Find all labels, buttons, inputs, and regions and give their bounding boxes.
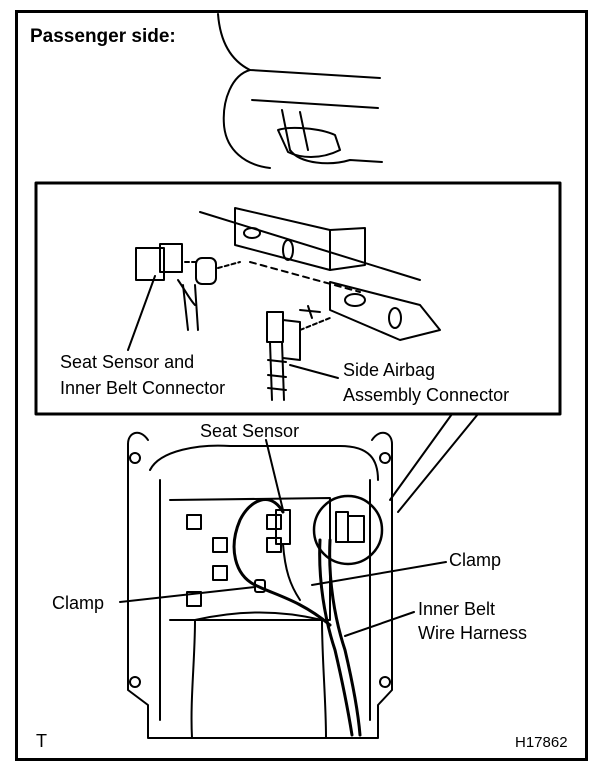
inner-belt-harness-label-line1: Inner Belt	[418, 599, 496, 619]
side-airbag-label-line2: Assembly Connector	[343, 385, 510, 405]
seat-sensor-inner-belt-label-line2: Inner Belt Connector	[60, 378, 226, 398]
clamp-label-right: Clamp	[449, 550, 502, 570]
seat-sensor-label: Seat Sensor	[200, 421, 300, 441]
clamp-label-left: Clamp	[52, 593, 105, 613]
corner-mark: T	[36, 731, 47, 751]
seat-sensor-connector-detail	[135, 243, 241, 331]
zoom-inset-box	[34, 181, 562, 416]
figure-id: H17862	[515, 734, 568, 751]
seat-sensor-inner-belt-label-line1: Seat Sensor and	[60, 352, 195, 372]
seat-cushion-top-view	[217, 13, 383, 169]
bracket-detail	[199, 207, 441, 341]
inner-belt-harness-label-line2: Wire Harness	[418, 623, 528, 643]
seat-frame	[127, 431, 393, 739]
figure-frame	[15, 10, 588, 761]
side-airbag-label-line1: Side Airbag	[343, 360, 436, 380]
side-airbag-connector-detail	[266, 305, 331, 401]
page-title: Passenger side:	[30, 26, 176, 47]
